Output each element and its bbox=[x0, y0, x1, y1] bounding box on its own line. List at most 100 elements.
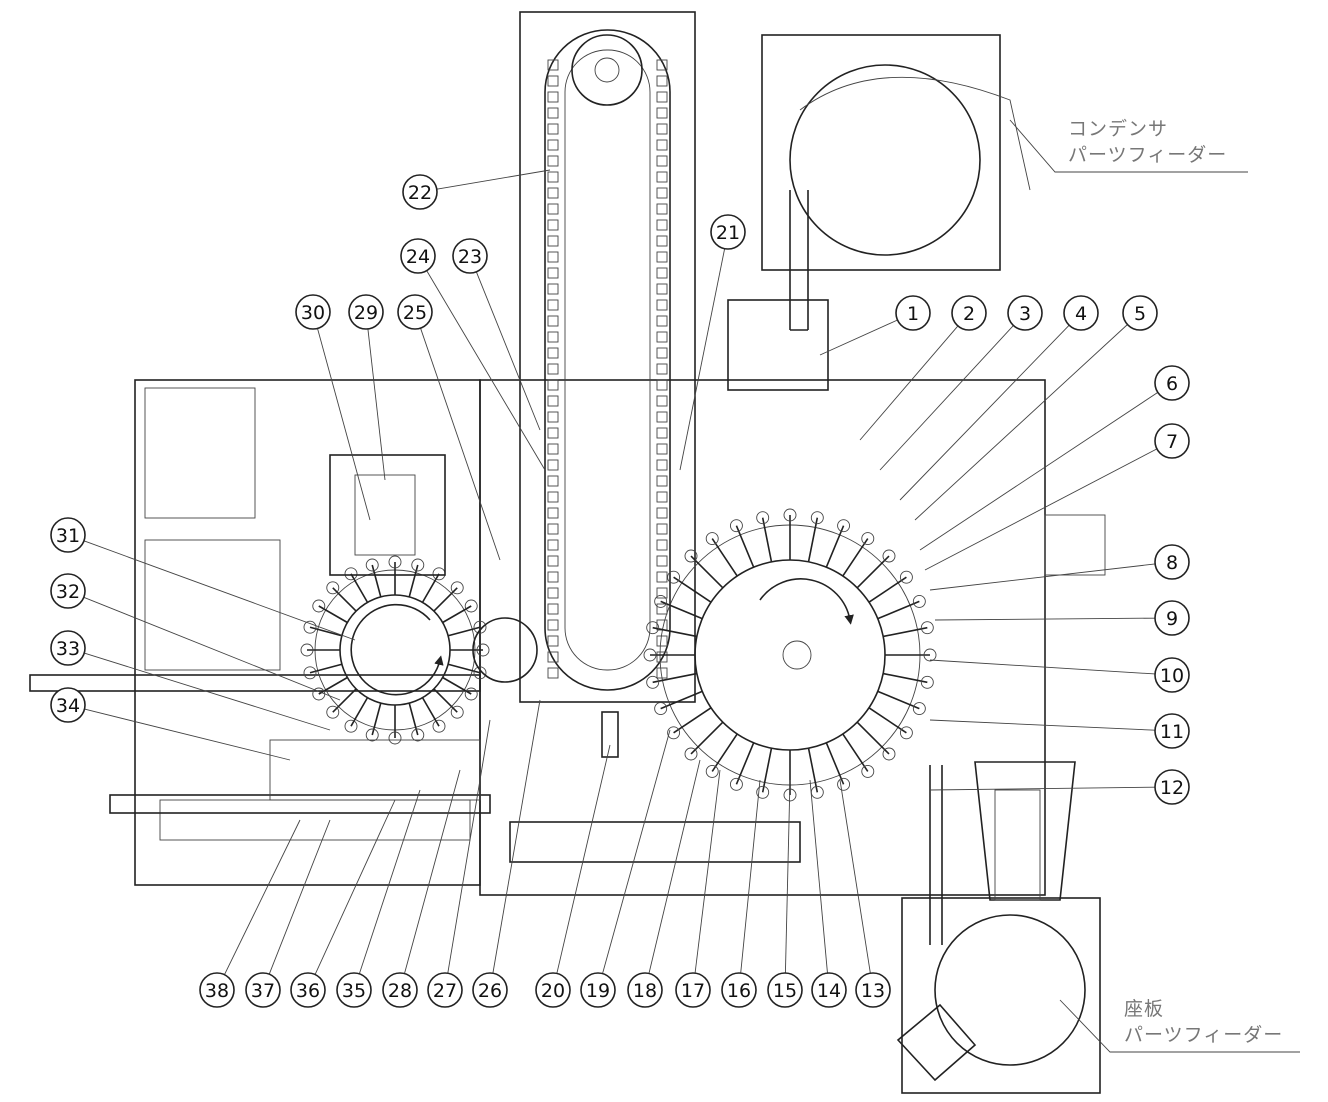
left-panel bbox=[144, 539, 281, 671]
main-index-table bbox=[694, 559, 886, 751]
callout-7: 7 bbox=[924, 423, 1190, 571]
callout-2: 2 bbox=[859, 295, 987, 441]
chain-link bbox=[656, 219, 668, 231]
station-holder bbox=[837, 519, 851, 533]
callout-leader bbox=[475, 271, 541, 431]
station-arm bbox=[877, 690, 920, 710]
rotation-arrow bbox=[759, 578, 854, 625]
callout-number: 33 bbox=[56, 638, 80, 660]
chain-link bbox=[547, 235, 559, 247]
chain-link bbox=[547, 507, 559, 519]
station-arm bbox=[318, 676, 348, 695]
callout-number: 23 bbox=[458, 246, 482, 268]
chain-link bbox=[547, 155, 559, 167]
callout-leader bbox=[929, 719, 1156, 731]
station-arm bbox=[318, 605, 348, 624]
station-holder bbox=[912, 594, 926, 608]
callout-number: 20 bbox=[541, 980, 565, 1002]
chain-link bbox=[547, 635, 559, 647]
callout-leader bbox=[84, 708, 291, 761]
station-holder bbox=[476, 643, 490, 657]
station-arm bbox=[442, 676, 472, 695]
callout-circle bbox=[290, 972, 326, 1008]
callout-19: 19 bbox=[580, 729, 671, 1008]
callout-10: 10 bbox=[929, 657, 1190, 693]
station-arm bbox=[761, 517, 773, 562]
chain-link bbox=[656, 411, 668, 423]
callout-leader bbox=[556, 744, 611, 974]
station-arm bbox=[332, 688, 357, 713]
callout-36: 36 bbox=[290, 799, 396, 1008]
side-rail bbox=[29, 674, 481, 692]
chain-link bbox=[547, 139, 559, 151]
base-plate-feeder-base bbox=[901, 897, 1101, 1094]
chain-link bbox=[547, 219, 559, 231]
station-holder bbox=[705, 764, 719, 778]
chain-link bbox=[656, 475, 668, 487]
chain-link bbox=[547, 491, 559, 503]
station-arm bbox=[761, 748, 773, 793]
callout-circle bbox=[382, 972, 418, 1008]
chain-links bbox=[547, 59, 668, 679]
callout-8: 8 bbox=[929, 544, 1190, 591]
station-arm bbox=[856, 555, 890, 589]
callout-circle bbox=[1154, 713, 1190, 749]
station-holder bbox=[861, 532, 875, 546]
station-holder bbox=[450, 705, 464, 719]
station-arm bbox=[421, 697, 440, 727]
station-holder bbox=[473, 620, 487, 634]
callout-leader bbox=[929, 659, 1156, 675]
callout-5: 5 bbox=[914, 295, 1158, 521]
callout-leader bbox=[447, 719, 491, 974]
chain-link bbox=[656, 459, 668, 471]
chain-link bbox=[547, 203, 559, 215]
callout-35: 35 bbox=[336, 789, 421, 1008]
chain-link bbox=[547, 75, 559, 87]
station-arm bbox=[735, 525, 755, 568]
callout-circle bbox=[951, 295, 987, 331]
station-arm bbox=[660, 600, 703, 620]
chain-link bbox=[656, 427, 668, 439]
station-holder bbox=[654, 702, 668, 716]
chain-link bbox=[656, 491, 668, 503]
callout-circle bbox=[245, 972, 281, 1008]
callout-number: 19 bbox=[586, 980, 610, 1002]
chain-link bbox=[656, 539, 668, 551]
chain-link bbox=[547, 347, 559, 359]
callout-number: 27 bbox=[433, 980, 457, 1002]
chain-link bbox=[656, 171, 668, 183]
station-arm bbox=[371, 564, 382, 598]
chain-link bbox=[547, 667, 559, 679]
station-holder bbox=[912, 702, 926, 716]
callout-circle bbox=[50, 517, 86, 553]
station-holder bbox=[365, 728, 379, 742]
callout-21: 21 bbox=[679, 214, 746, 471]
callout-20: 20 bbox=[535, 744, 611, 1008]
callout-leader bbox=[919, 392, 1159, 551]
chain-link bbox=[656, 555, 668, 567]
callout-circle bbox=[1154, 769, 1190, 805]
chain-link bbox=[547, 459, 559, 471]
callout-circle bbox=[721, 972, 757, 1008]
chain-link bbox=[547, 107, 559, 119]
callout-circle bbox=[627, 972, 663, 1008]
callout-circle bbox=[427, 972, 463, 1008]
station-arm bbox=[309, 663, 343, 674]
conveyor-chain-inner bbox=[564, 49, 651, 671]
callout-circle bbox=[580, 972, 616, 1008]
base-plate-feeder-bowl bbox=[934, 914, 1086, 1066]
callout-leader bbox=[602, 729, 671, 974]
callout-circle bbox=[199, 972, 235, 1008]
station-arm bbox=[447, 626, 481, 637]
capacitor-feeder-label-line2: パーツフィーダー bbox=[1068, 144, 1228, 166]
callout-4: 4 bbox=[899, 295, 1099, 501]
callout-circle bbox=[402, 174, 438, 210]
station-arm bbox=[825, 742, 845, 785]
callout-number: 8 bbox=[1166, 552, 1178, 574]
callout-leader bbox=[436, 169, 551, 190]
callout-11: 11 bbox=[929, 713, 1190, 749]
callout-leader bbox=[914, 324, 1128, 521]
callout-1: 1 bbox=[819, 295, 931, 356]
base-plate-feeder-label-line2: パーツフィーダー bbox=[1124, 1024, 1284, 1046]
